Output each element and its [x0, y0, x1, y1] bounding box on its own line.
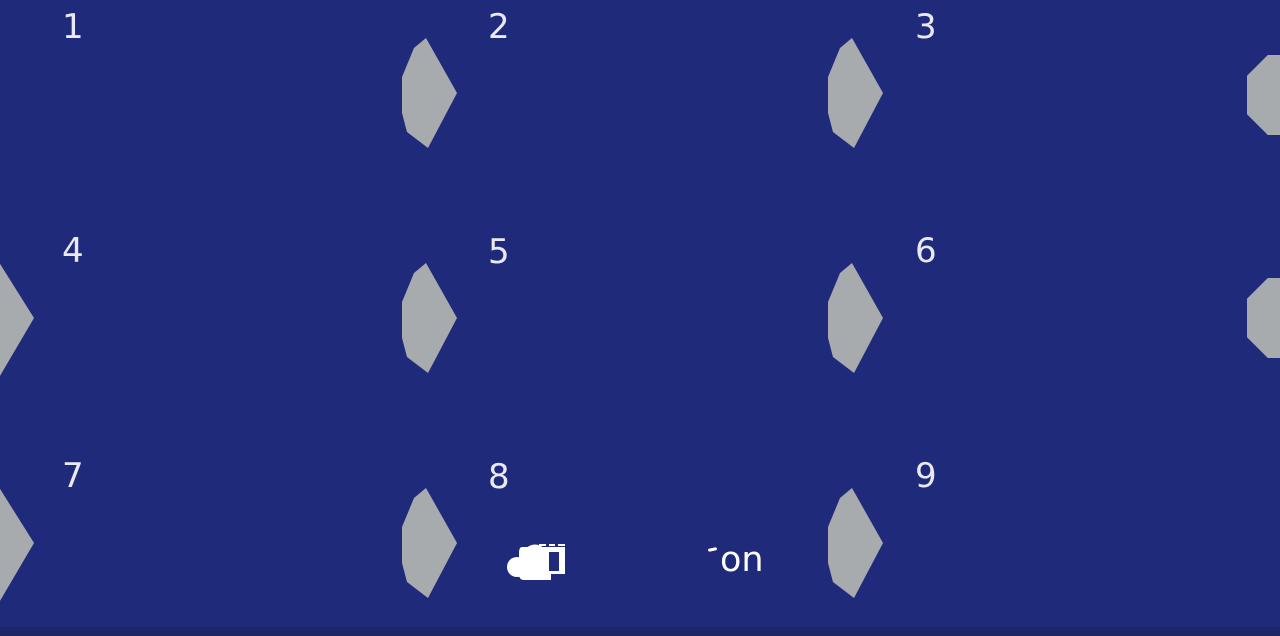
grid-cell-label-4: 4 [62, 231, 84, 271]
diamond-decoration-icon [402, 38, 457, 148]
grid-cell-label-9: 9 [915, 456, 937, 496]
half-diamond-decoration-icon [0, 483, 34, 603]
rounded-blob-decoration-icon [1247, 278, 1280, 358]
grid-cell-label-5: 5 [488, 232, 510, 272]
text-fragment-mark [707, 547, 718, 552]
grid-cell-label-1: 1 [62, 7, 84, 47]
bottom-bar [0, 627, 1280, 636]
grid-cell-label-3: 3 [915, 7, 937, 47]
grid-cell-label-7: 7 [62, 456, 84, 496]
grid-cell-label-6: 6 [915, 231, 937, 271]
grid-cell-label-2: 2 [488, 7, 510, 47]
diamond-decoration-icon [402, 488, 457, 598]
diamond-decoration-icon [828, 488, 883, 598]
rounded-blob-decoration-icon [1247, 55, 1280, 135]
logo-text-fragment: on [720, 540, 764, 580]
diamond-decoration-icon [828, 263, 883, 373]
diamond-decoration-icon [828, 38, 883, 148]
cloud-logo-fragment-icon [507, 544, 565, 580]
diamond-decoration-icon [402, 263, 457, 373]
grid-cell-label-8: 8 [488, 457, 510, 497]
half-diamond-decoration-icon [0, 258, 34, 378]
